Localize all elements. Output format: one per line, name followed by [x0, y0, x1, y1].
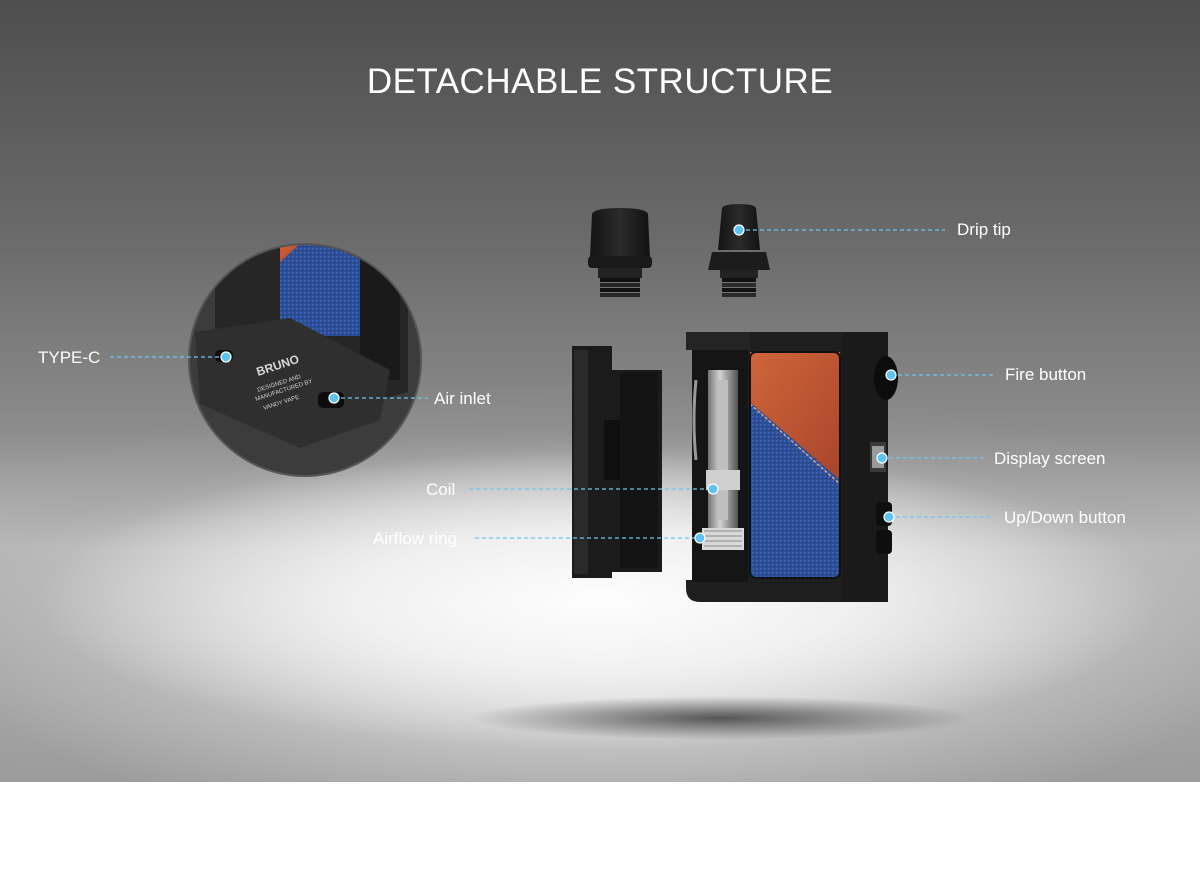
- callout-dot-fire-button: [885, 369, 897, 381]
- callout-lines: [110, 229, 995, 539]
- magnified-inset: BRUNO DESIGNED AND MANUFACTURED BY VANDY…: [188, 243, 422, 477]
- label-drip-tip: Drip tip: [957, 220, 1011, 239]
- label-type-c: TYPE-C: [38, 348, 101, 367]
- callout-dot-up-down: [883, 511, 895, 523]
- callout-dot-display-screen: [876, 452, 888, 464]
- product-illustration: BRUNO DESIGNED AND MANUFACTURED BY VANDY…: [110, 204, 995, 740]
- page-title: DETACHABLE STRUCTURE: [366, 62, 834, 101]
- label-air-inlet: Air inlet: [434, 389, 491, 408]
- callout-dot-type-c: [220, 351, 232, 363]
- callout-dot-airflow-ring: [694, 532, 706, 544]
- device-body: [686, 332, 898, 602]
- floor-shadow: [470, 696, 970, 740]
- product-stage: BRUNO DESIGNED AND MANUFACTURED BY VANDY…: [0, 0, 1200, 782]
- label-airflow-ring: Airflow ring: [373, 529, 458, 548]
- callout-dot-air-inlet: [328, 392, 340, 404]
- label-fire-button: Fire button: [1005, 365, 1087, 384]
- callout-dot-drip-tip: [733, 224, 745, 236]
- label-up-down-button: Up/Down button: [1004, 508, 1126, 527]
- label-display-screen: Display screen: [994, 449, 1106, 468]
- drip-tip-right: [708, 204, 770, 297]
- fire-button-shape: [874, 356, 898, 400]
- down-button-shape: [876, 530, 892, 554]
- label-coil: Coil: [426, 480, 456, 499]
- drip-tip-left: [588, 208, 652, 297]
- callout-dots: [220, 224, 897, 544]
- callout-dot-coil: [707, 483, 719, 495]
- side-panel: [572, 346, 662, 578]
